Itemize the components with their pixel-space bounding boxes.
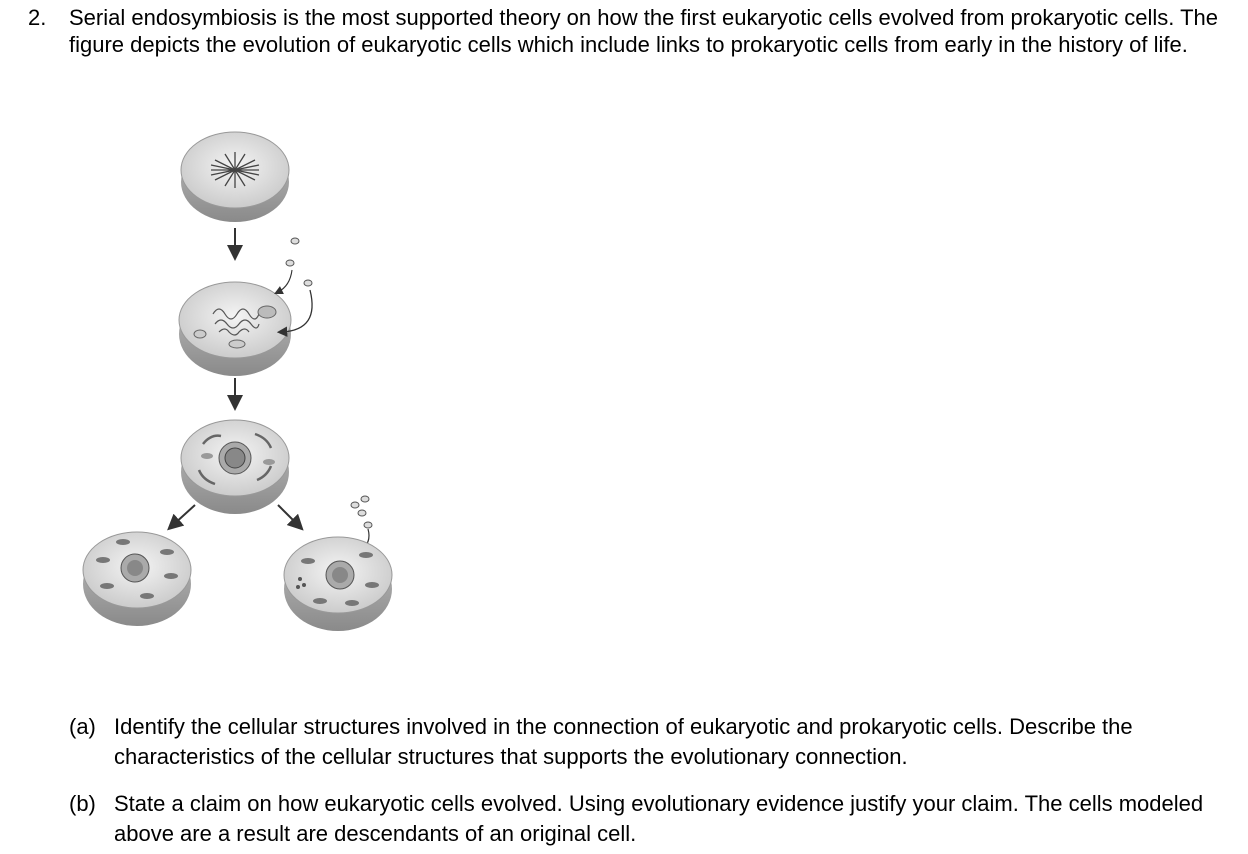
question-text: Serial endosymbiosis is the most support… (69, 5, 1218, 57)
part-a-text: Identify the cellular structures involve… (114, 714, 1133, 769)
arrow-right-branch (277, 504, 304, 531)
engulf-arrow-small (274, 269, 293, 294)
part-b-text: State a claim on how eukaryotic cells ev… (114, 791, 1204, 846)
eukaryotic-cell (180, 419, 290, 514)
free-bacteria-1 (285, 237, 313, 287)
free-bacteria-2 (350, 495, 373, 529)
prokaryotic-cell (180, 131, 290, 222)
engulf-arrow-1 (276, 289, 313, 337)
arrow-left-branch (167, 504, 196, 531)
question-number: 2. (28, 5, 47, 30)
descendant-cell-right (283, 536, 393, 631)
part-a-label: (a) (69, 714, 96, 739)
descendant-cell-left (82, 531, 192, 626)
endosymbiosis-figure (82, 131, 393, 631)
part-b-label: (b) (69, 791, 96, 816)
engulfing-cell (178, 281, 292, 376)
